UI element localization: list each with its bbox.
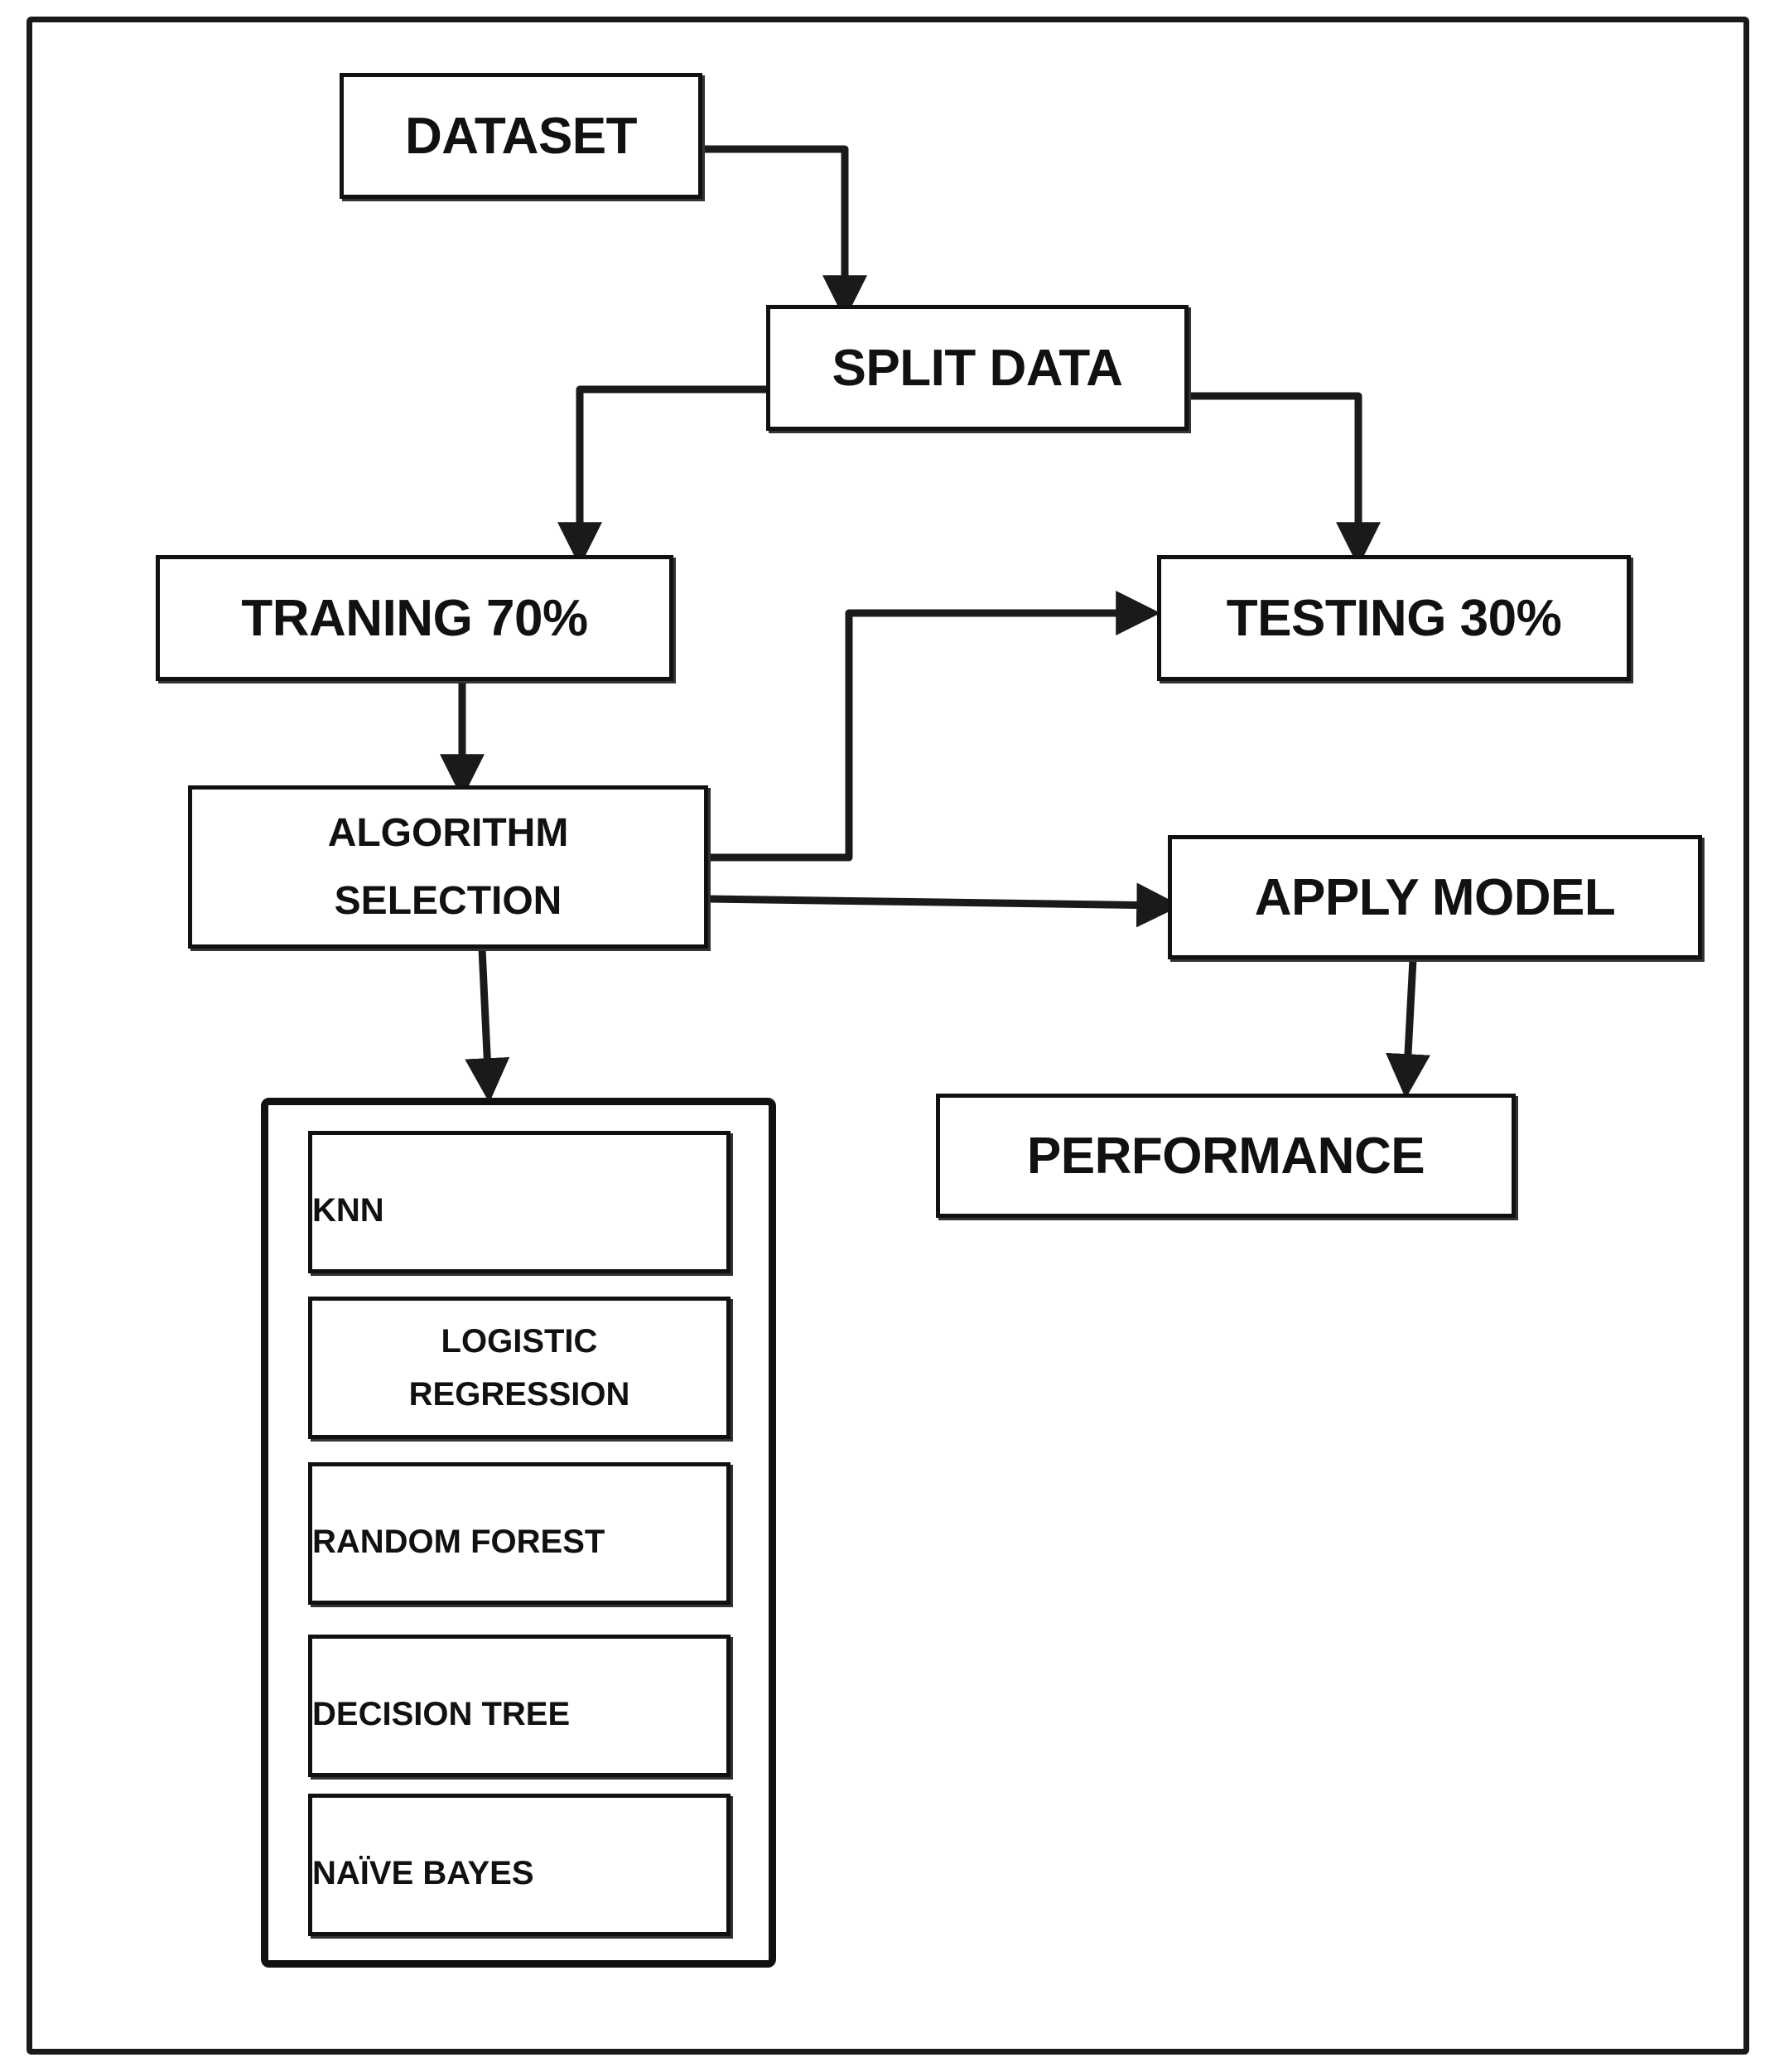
testing-label: TESTING 30% [1226, 589, 1562, 647]
split-data-label: SPLIT DATA [832, 339, 1123, 397]
algorithm-selection-line-2: SELECTION [334, 878, 562, 923]
algorithm-knn-label: KNN [312, 1192, 384, 1229]
apply-model-node: APPLY MODEL [1168, 835, 1702, 959]
algorithm-logistic-regression: LOGISTIC REGRESSION [308, 1297, 731, 1439]
arrow-apply-to-performance [1386, 959, 1430, 1099]
dataset-node: DATASET [340, 73, 702, 199]
algorithm-random-forest: RANDOM FOREST [308, 1462, 731, 1605]
algorithm-naive-bayes-label: NAÏVE BAYES [312, 1855, 534, 1891]
algorithm-naive-bayes: NAÏVE BAYES [308, 1794, 731, 1936]
algorithm-selection-line-1: ALGORITHM [327, 810, 569, 855]
algorithm-random-forest-label: RANDOM FOREST [312, 1524, 605, 1560]
testing-node: TESTING 30% [1157, 555, 1631, 681]
arrow-split-to-training [557, 385, 766, 568]
arrow-algorithm-to-apply [707, 882, 1182, 928]
apply-model-label: APPLY MODEL [1254, 868, 1616, 926]
algorithm-decision-tree-label: DECISION TREE [312, 1696, 571, 1732]
algorithm-logistic-regression-line-1: LOGISTIC [441, 1323, 598, 1360]
split-data-node: SPLIT DATA [766, 305, 1189, 431]
performance-node: PERFORMANCE [936, 1094, 1516, 1218]
arrow-algorithm-to-list [465, 948, 510, 1104]
training-label: TRANING 70% [241, 589, 588, 647]
algorithm-knn: KNN [308, 1131, 731, 1273]
arrow-split-to-testing [1189, 392, 1381, 568]
diagram-frame [27, 17, 1749, 2055]
training-node: TRANING 70% [156, 555, 673, 681]
algorithm-selection-node: ALGORITHM SELECTION [188, 785, 708, 949]
algorithm-decision-tree: DECISION TREE [308, 1635, 731, 1777]
arrow-dataset-to-split [702, 145, 867, 321]
arrow-algorithm-to-testing [708, 591, 1161, 862]
dataset-label: DATASET [404, 107, 638, 165]
algorithm-logistic-regression-line-2: REGRESSION [408, 1376, 630, 1413]
performance-label: PERFORMANCE [1026, 1127, 1425, 1185]
